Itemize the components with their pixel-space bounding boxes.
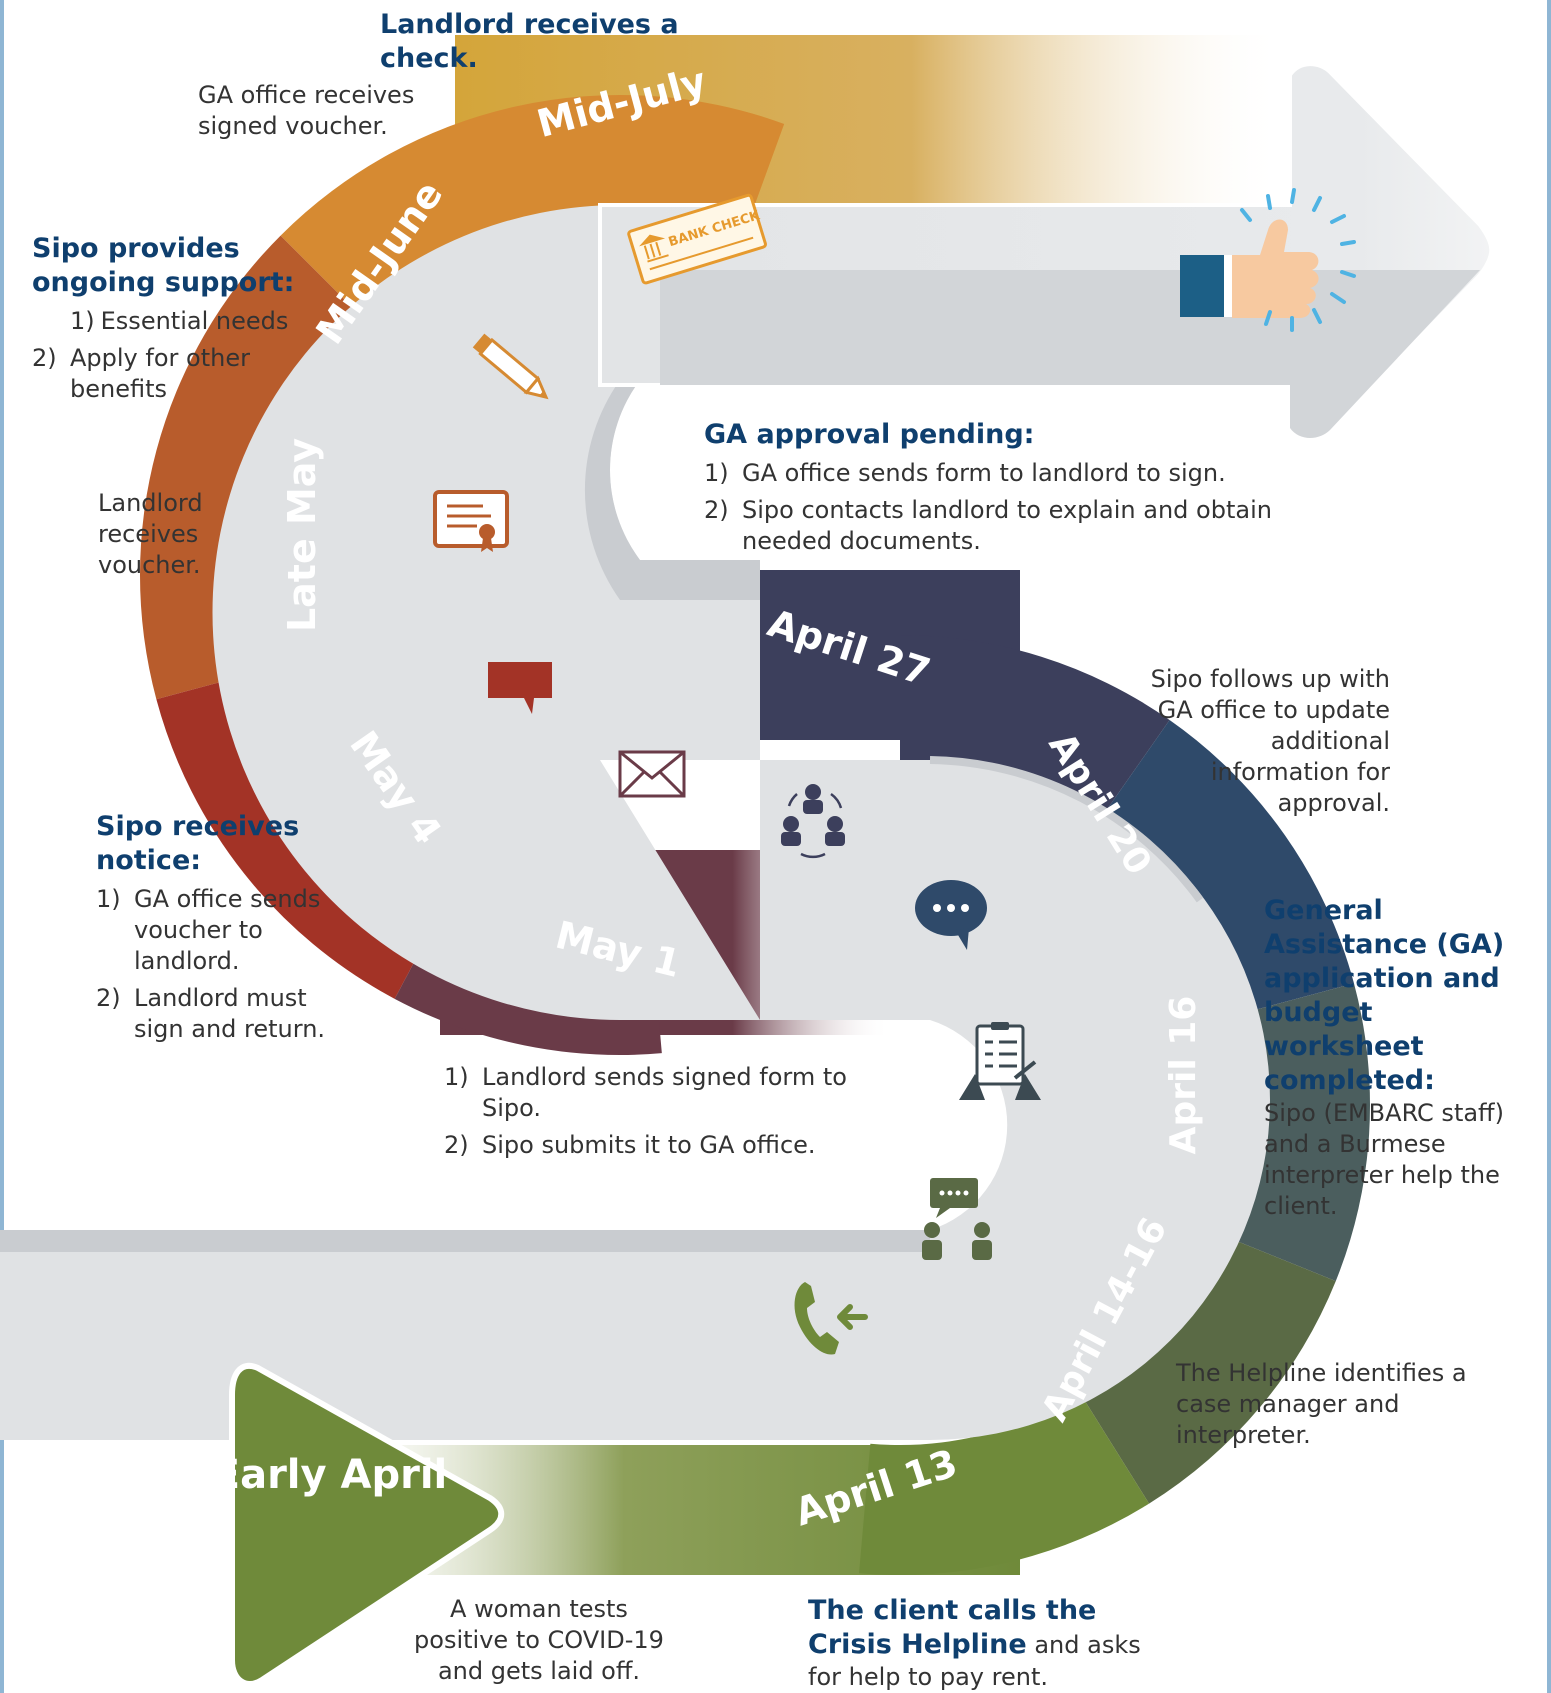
thumbs-up-icon: [1180, 188, 1356, 332]
note-april-16-heading: General Assistance (GA) application and …: [1264, 895, 1505, 1096]
speech-bubble-icon: [915, 880, 987, 950]
label-april-16: April 16: [1163, 996, 1204, 1155]
note-april-13-heading: The client calls the Crisis Helpline: [808, 1595, 1097, 1660]
note-april-16-body: Sipo (EMBARC staff) and a Burmese interp…: [1264, 1099, 1504, 1220]
chat-icon: [488, 662, 552, 714]
note-may-1: 1)Landlord sends signed form to Sipo. 2)…: [444, 1058, 864, 1167]
pencil-icon: [472, 333, 549, 400]
certificate-icon: [433, 490, 509, 552]
list-item: 2)Landlord must sign and return.: [96, 984, 326, 1043]
note-early-april: A woman tests positive to COVID-19 and g…: [414, 1595, 664, 1685]
arc-april20: [1095, 719, 1354, 1018]
note-april-27-heading: GA approval pending:: [704, 419, 1035, 450]
team-cycle-icon: [781, 784, 845, 859]
list-item: 1)GA office sends form to landlord to si…: [704, 459, 1226, 487]
start-arrow: [229, 1363, 505, 1687]
note-may-4: Sipo receives notice: 1)GA office sends …: [96, 810, 356, 1051]
note-late-may: Landlord receives voucher.: [98, 489, 203, 579]
envelope-icon: [618, 750, 686, 798]
note-april-27: GA approval pending: 1)GA office sends f…: [704, 418, 1284, 563]
phone-icon: [794, 1282, 868, 1355]
note-april-13-tail: and asks for help to pay rent.: [808, 1631, 1141, 1691]
clipboard-icon: [959, 1022, 1041, 1100]
arc-april13: [859, 1393, 1150, 1575]
conversation-icon: [922, 1178, 992, 1260]
note-april-16: General Assistance (GA) application and …: [1264, 894, 1514, 1222]
list-item: 2)Sipo contacts landlord to explain and …: [704, 496, 1272, 555]
note-mid-june-top: GA office receives signed voucher.: [198, 81, 415, 140]
label-late-may: Late May: [280, 438, 324, 632]
label-early-april: Early April: [213, 1452, 448, 1498]
arc-april14_16: [1080, 1232, 1336, 1504]
list-item: 1)Landlord sends signed form to Sipo.: [444, 1063, 847, 1122]
note-mid-june: Sipo provides ongoing support: 1)Essenti…: [32, 232, 302, 411]
list-item: 2)Apply for other benefits: [32, 344, 250, 403]
note-april-20: Sipo follows up with GA office to update…: [1150, 665, 1390, 817]
note-mid-june-heading: Sipo provides ongoing support:: [32, 233, 295, 298]
note-mid-july: Landlord receives a check.: [380, 9, 679, 74]
note-may-4-heading: Sipo receives notice:: [96, 811, 300, 876]
list-item: 2)Sipo submits it to GA office.: [444, 1131, 816, 1159]
arc-april27: [900, 635, 1170, 827]
note-april-14-16: The Helpline identifies a case manager a…: [1176, 1359, 1467, 1449]
bank-check-icon: BANK CHECK: [627, 193, 767, 285]
list-item: 1)GA office sends voucher to landlord.: [96, 885, 321, 975]
list-item: 1)Essential needs: [70, 307, 289, 335]
arc-mid_june: [280, 94, 785, 314]
note-april-13: The client calls the Crisis Helpline and…: [808, 1594, 1148, 1693]
